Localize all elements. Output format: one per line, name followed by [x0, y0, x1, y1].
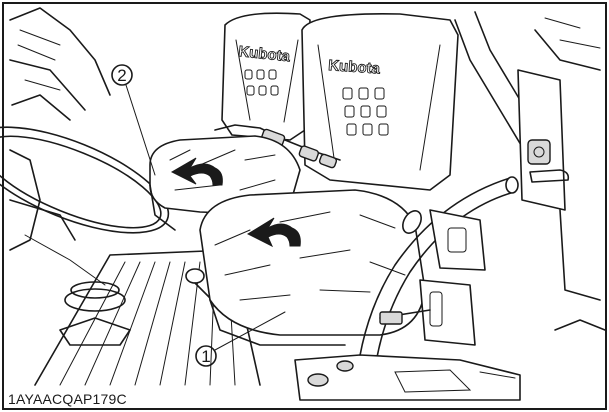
cab-left-structure: [9, 7, 111, 251]
callout-1-leader: [214, 311, 286, 351]
callout-2: 2: [111, 64, 156, 176]
figure-code-label: 1AYAACQAP179C: [8, 391, 127, 407]
lift-arrow-passenger-seat: [170, 157, 223, 186]
cab-right-wall: [454, 11, 606, 331]
lower-console: [294, 354, 521, 401]
rear-console: [379, 209, 486, 346]
passenger-seat-back: Kubota: [221, 12, 311, 141]
steering-wheel: [0, 126, 170, 286]
lift-arrow-driver-seat: [246, 217, 301, 248]
driver-seat-back: Kubota: [301, 13, 459, 191]
driver-seat-brand: Kubota: [328, 57, 381, 78]
grab-handle: [354, 176, 519, 396]
callout-2-label: 2: [117, 66, 126, 85]
callout-1-circle: [195, 345, 217, 367]
passenger-seat-brand: Kubota: [238, 43, 292, 65]
callout-2-leader: [125, 84, 156, 176]
callout-2-circle: [111, 64, 133, 86]
callout-1: 1: [195, 311, 286, 367]
callout-1-label: 1: [201, 347, 210, 366]
